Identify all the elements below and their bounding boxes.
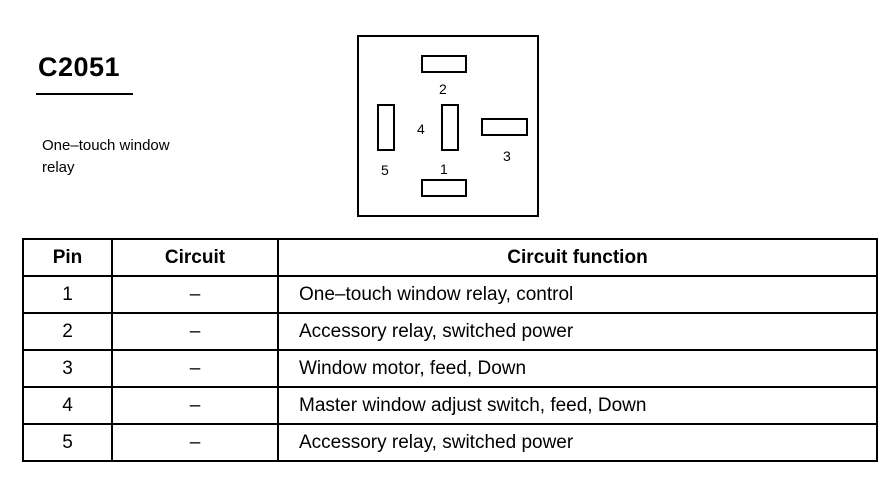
pin-label-5: 5 [381, 162, 389, 178]
cell-circuit-function: Master window adjust switch, feed, Down [277, 386, 878, 425]
pin-label-1: 1 [440, 161, 448, 177]
cell-pin: 4 [22, 386, 113, 425]
cell-circuit: – [111, 423, 279, 462]
table-row: 5 – Accessory relay, switched power [22, 423, 878, 462]
cell-circuit-function: Accessory relay, switched power [277, 423, 878, 462]
table-header-row: Pin Circuit Circuit function [22, 238, 878, 277]
cell-circuit: – [111, 386, 279, 425]
cell-circuit: – [111, 312, 279, 351]
terminal-1 [421, 179, 467, 197]
header-circuit: Circuit [111, 238, 279, 277]
connector-description-line: One–touch window [42, 137, 170, 154]
table-row: 3 – Window motor, feed, Down [22, 349, 878, 388]
cell-circuit: – [111, 275, 279, 314]
cell-circuit-function: Window motor, feed, Down [277, 349, 878, 388]
header-pin: Pin [22, 238, 113, 277]
cell-circuit-function: Accessory relay, switched power [277, 312, 878, 351]
terminal-5 [377, 104, 395, 151]
cell-pin: 3 [22, 349, 113, 388]
pin-table: Pin Circuit Circuit function 1 – One–tou… [22, 238, 878, 462]
terminal-2 [421, 55, 467, 73]
cell-circuit: – [111, 349, 279, 388]
table-row: 4 – Master window adjust switch, feed, D… [22, 386, 878, 425]
cell-circuit-function: One–touch window relay, control [277, 275, 878, 314]
terminal-3 [481, 118, 528, 136]
connector-id-underline [36, 93, 133, 95]
connector-description: One–touch window relay [42, 135, 212, 179]
cell-pin: 5 [22, 423, 113, 462]
pin-label-4: 4 [417, 121, 425, 137]
cell-pin: 2 [22, 312, 113, 351]
connector-pinout-diagram: 2 4 5 3 1 [357, 35, 539, 217]
pin-label-3: 3 [503, 148, 511, 164]
connector-description-line: relay [42, 159, 75, 176]
cell-pin: 1 [22, 275, 113, 314]
table-row: 1 – One–touch window relay, control [22, 275, 878, 314]
table-row: 2 – Accessory relay, switched power [22, 312, 878, 351]
connector-id: C2051 [38, 52, 121, 82]
terminal-4 [441, 104, 459, 151]
pin-label-2: 2 [439, 81, 447, 97]
header-circuit-function: Circuit function [277, 238, 878, 277]
